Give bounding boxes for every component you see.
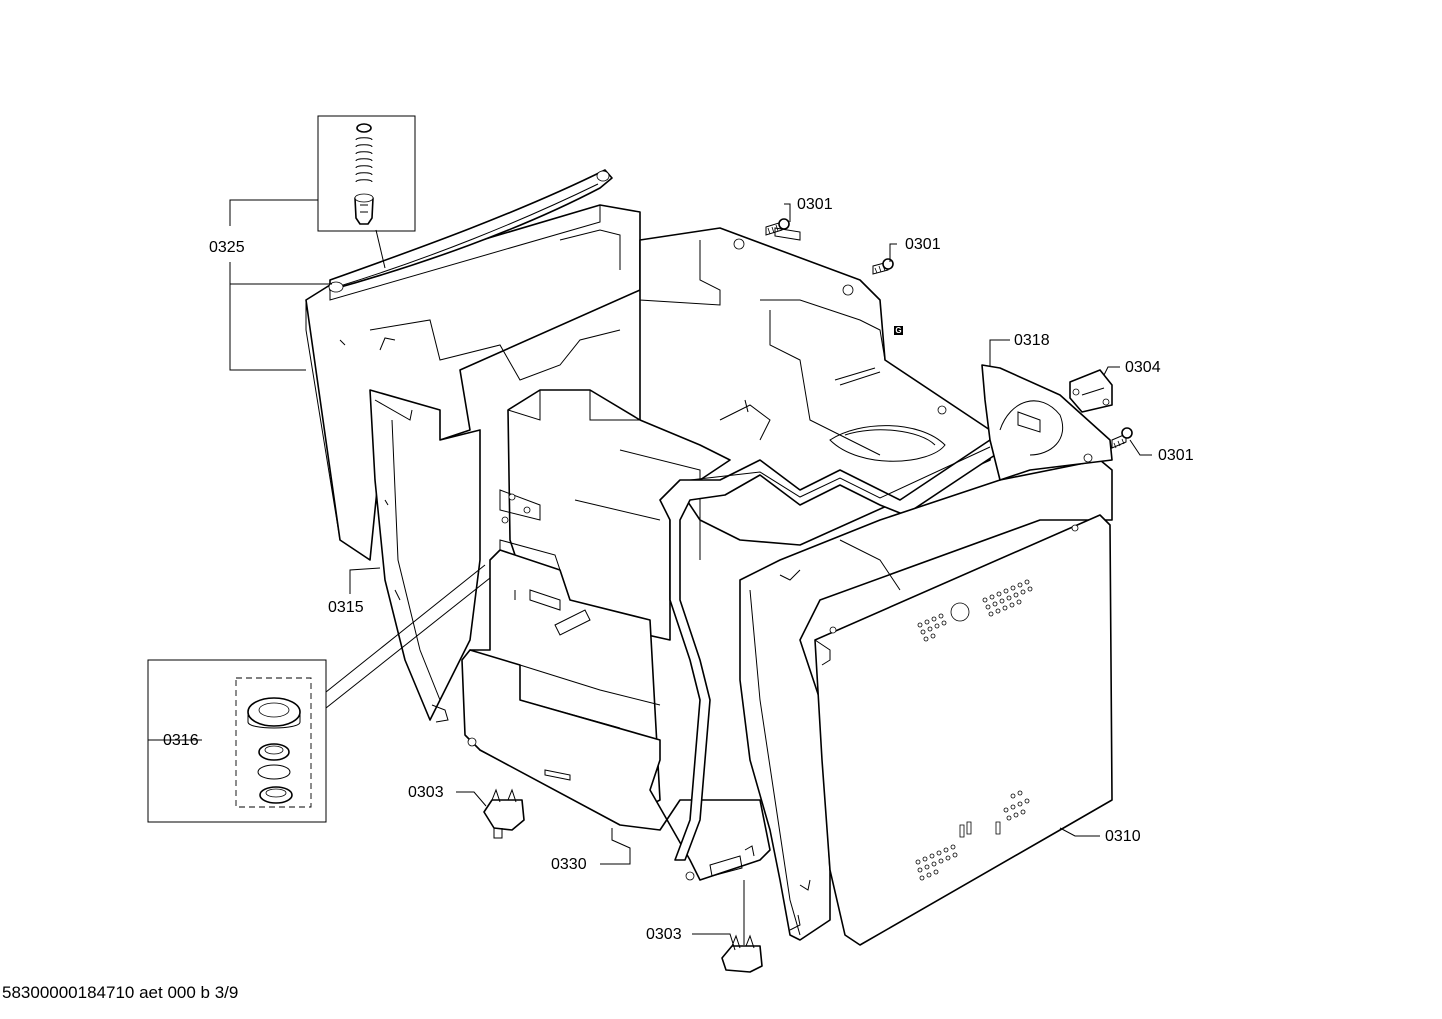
clip-0303-a	[484, 790, 524, 838]
front-frame	[740, 365, 1112, 940]
callout-0303-b: 0303	[646, 926, 682, 943]
back-housing	[306, 205, 640, 560]
side-panel	[370, 390, 480, 722]
tube-frame	[660, 440, 995, 860]
drawing-reference-footer: 58300000184710 aet 000 b 3/9	[2, 983, 239, 1002]
callout-0303-a: 0303	[408, 784, 444, 801]
callout-0325: 0325	[209, 239, 245, 256]
callout-0301-b: 0301	[905, 236, 941, 253]
callout-0316: 0316	[163, 732, 199, 749]
vent-holes-top	[918, 580, 1032, 641]
clip-0303-b	[722, 936, 762, 972]
top-rail	[329, 170, 612, 292]
callout-0304: 0304	[1125, 359, 1161, 376]
front-cover	[815, 515, 1112, 945]
screw-0301-a	[766, 219, 789, 235]
callout-0301-a: 0301	[797, 196, 833, 213]
bracket-0304	[1070, 370, 1112, 412]
seal-assembly-inset	[148, 565, 490, 822]
callout-0318: 0318	[1014, 332, 1050, 349]
screw-0301-c	[1112, 428, 1132, 448]
marker-badge: G	[894, 326, 903, 335]
callout-0301-c: 0301	[1158, 447, 1194, 464]
leader-lines	[148, 200, 1152, 950]
vent-holes-bottom	[916, 791, 1029, 880]
valve-assembly-inset	[318, 116, 415, 268]
callout-0315: 0315	[328, 599, 364, 616]
callout-0310: 0310	[1105, 828, 1141, 845]
callout-0330: 0330	[551, 856, 587, 873]
